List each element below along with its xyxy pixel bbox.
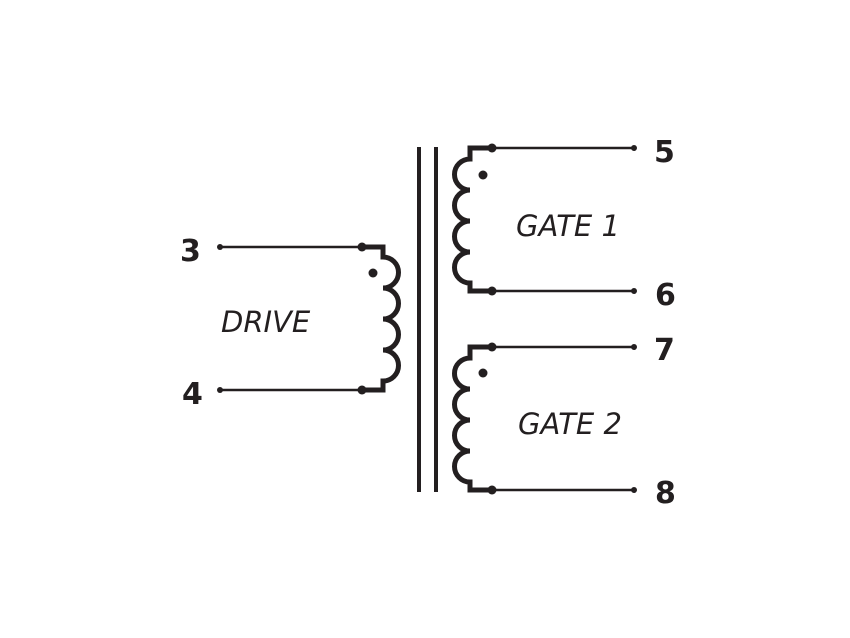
polarity-dot	[478, 170, 488, 180]
drive-label: DRIVE	[221, 305, 311, 339]
gate1-label: GATE 1	[516, 209, 620, 243]
polarity-dot	[478, 368, 488, 378]
gate2-winding	[452, 342, 637, 495]
pin-7-label: 7	[654, 333, 675, 368]
pin-6-label: 6	[655, 278, 676, 313]
gate1-winding	[452, 143, 637, 296]
polarity-dot	[368, 268, 378, 278]
drive-winding	[217, 242, 401, 395]
pin-5-label: 5	[654, 135, 675, 170]
pin-8-label: 8	[655, 476, 676, 511]
pin-3-label: 3	[180, 234, 201, 269]
gate2-label: GATE 2	[518, 407, 622, 441]
pin-4-label: 4	[182, 377, 203, 412]
